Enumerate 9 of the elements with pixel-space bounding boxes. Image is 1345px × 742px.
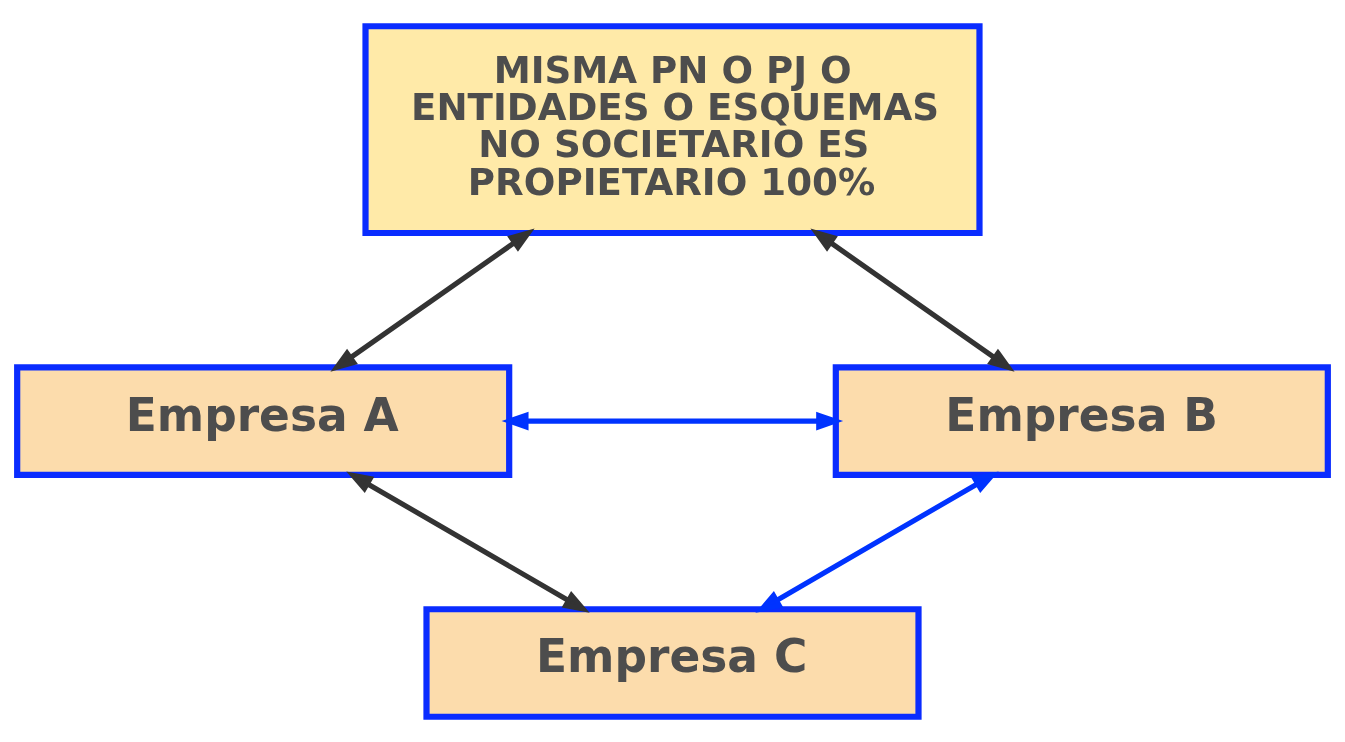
- node-box: Empresa B: [832, 363, 1331, 478]
- node-box: MISMA PN O PJ O ENTIDADES O ESQUEMAS NO SOCIETARIO ES PROPIETARIO 100%: [362, 22, 983, 236]
- arrow: [501, 411, 844, 431]
- node-box: Empresa C: [423, 605, 922, 720]
- arrow: [346, 470, 590, 613]
- node-box: Empresa A: [14, 363, 513, 478]
- arrow: [810, 228, 1015, 372]
- arrow: [755, 470, 999, 613]
- arrow: [330, 228, 535, 372]
